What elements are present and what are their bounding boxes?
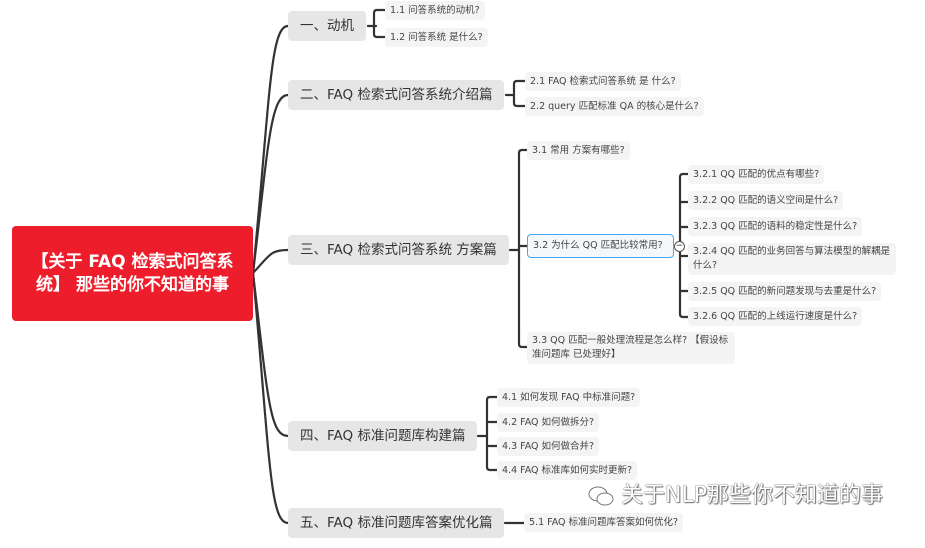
wechat-icon	[588, 486, 614, 506]
topic-solutions[interactable]: 三、FAQ 检索式问答系统 方案篇	[288, 235, 509, 265]
subtopic[interactable]: 3.2.6 QQ 匹配的上线运行速度是什么?	[688, 307, 863, 326]
subtopic[interactable]: 3.2.2 QQ 匹配的语义空间是什么?	[688, 191, 844, 210]
subtopic[interactable]: 3.3 QQ 匹配一般处理流程是怎么样? 【假设标准问题库 已处理好】	[527, 332, 735, 364]
subtopic[interactable]: 4.1 如何发现 FAQ 中标准问题?	[497, 388, 641, 407]
subtopic[interactable]: 2.1 FAQ 检索式问答系统 是 什么?	[525, 72, 681, 91]
topic-library-build[interactable]: 四、FAQ 标准问题库构建篇	[288, 421, 478, 451]
topic-answer-optimize[interactable]: 五、FAQ 标准问题库答案优化篇	[288, 508, 505, 538]
subtopic[interactable]: 3.2.5 QQ 匹配的新问题发现与去重是什么?	[688, 282, 882, 301]
subtopic[interactable]: 3.1 常用 方案有哪些?	[527, 141, 630, 160]
subtopic[interactable]: 4.4 FAQ 标准库如何实时更新?	[497, 461, 638, 480]
subtopic[interactable]: 3.2.4 QQ 匹配的业务回答与算法模型的解耦是什么?	[688, 243, 896, 275]
subtopic[interactable]: 4.2 FAQ 如何做拆分?	[497, 413, 600, 432]
watermark: 关于NLP那些你不知道的事	[587, 483, 883, 509]
root-title: 【关于 FAQ 检索式问答系统】 那些的你不知道的事	[31, 251, 234, 295]
subtopic[interactable]: 4.3 FAQ 如何做合并?	[497, 437, 600, 456]
topic-motivation[interactable]: 一、动机	[288, 11, 366, 41]
subtopic[interactable]: 1.2 问答系统 是什么?	[385, 28, 488, 47]
subtopic[interactable]: 3.2.1 QQ 匹配的优点有哪些?	[688, 165, 825, 184]
subtopic[interactable]: 2.2 query 匹配标准 QA 的核心是什么?	[525, 97, 704, 116]
subtopic[interactable]: 5.1 FAQ 标准问题库答案如何优化?	[524, 513, 684, 532]
subtopic-selected[interactable]: 3.2 为什么 QQ 匹配比较常用?	[527, 234, 674, 258]
subtopic[interactable]: 1.1 问答系统的动机?	[385, 1, 485, 20]
subtopic[interactable]: 3.2.3 QQ 匹配的语料的稳定性是什么?	[688, 217, 863, 236]
collapse-toggle[interactable]: −	[674, 241, 685, 252]
root-topic[interactable]: 【关于 FAQ 检索式问答系统】 那些的你不知道的事	[12, 226, 253, 321]
watermark-text: 关于NLP那些你不知道的事	[621, 483, 883, 508]
topic-intro[interactable]: 二、FAQ 检索式问答系统介绍篇	[288, 80, 505, 110]
